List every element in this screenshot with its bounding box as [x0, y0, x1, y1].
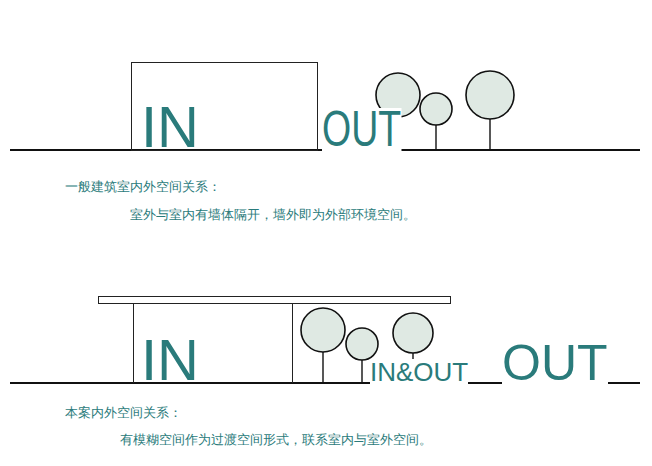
caption-heading: 一般建筑室内外空间关系：: [65, 179, 221, 195]
zone-label: OUT: [502, 338, 608, 388]
tree-crown: [420, 93, 452, 125]
caption-text: 室外与室内有墙体隔开，墙外即为外部环境空间。: [130, 207, 416, 223]
building-box: IN: [131, 62, 318, 151]
tree-crown: [393, 313, 433, 353]
tree-crown: [301, 308, 345, 352]
tree-crown: [346, 328, 378, 360]
tree-trunk: [489, 119, 490, 150]
zone-label: IN&OUT: [370, 359, 468, 385]
zone-label: IN: [141, 335, 199, 384]
tree-trunk: [435, 125, 436, 150]
zone-label: OUT: [322, 108, 401, 151]
tree-crown: [466, 71, 514, 119]
tree-trunk: [361, 360, 362, 383]
building-frame: IN: [133, 303, 293, 383]
tree-trunk: [322, 352, 323, 383]
caption-text: 有模糊空间作为过渡空间形式，联系室内与室外空间。: [120, 432, 432, 448]
caption-heading: 本案内外空间关系：: [65, 405, 182, 421]
zone-label: IN: [141, 102, 199, 151]
